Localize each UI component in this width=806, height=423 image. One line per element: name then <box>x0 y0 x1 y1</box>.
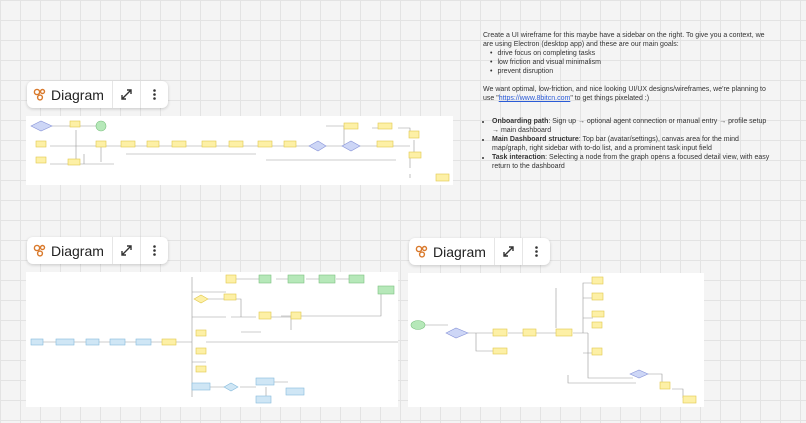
diagram-canvas-3 <box>410 276 697 404</box>
point-title: Onboarding path <box>492 118 549 125</box>
expand-icon <box>121 89 132 100</box>
goal-item: low friction and visual minimalism <box>497 58 773 67</box>
note-wants: We want optimal, low-friction, and nice … <box>483 85 773 103</box>
goal-item: drive focus on completing tasks <box>497 49 773 58</box>
diagram-label: Diagram <box>51 86 104 103</box>
more-options-button[interactable] <box>523 238 550 265</box>
more-vertical-icon <box>535 246 538 257</box>
point-text: : Top bar (avatar/settings), canvas area… <box>492 136 739 152</box>
diagram-label-button-3[interactable]: Diagram <box>409 238 495 265</box>
expand-button[interactable] <box>495 238 523 265</box>
point-text: : Sign up → optional agent connection or… <box>492 118 767 134</box>
diagram-frame-1[interactable] <box>26 116 453 185</box>
diagram-canvas-1 <box>30 120 450 182</box>
expand-icon <box>503 246 514 257</box>
note-wants-after: " to get things pixelated :) <box>570 95 650 102</box>
diagram-frame-3[interactable] <box>408 273 704 407</box>
diagram-label-button-1[interactable]: Diagram <box>27 81 113 108</box>
requirements-note[interactable]: Create a UI wireframe for this maybe hav… <box>483 31 773 171</box>
diagram-toolbar-1: Diagram <box>27 81 168 108</box>
diagram-icon <box>33 244 46 257</box>
more-vertical-icon <box>153 245 156 256</box>
more-options-button[interactable] <box>141 81 168 108</box>
diagram-toolbar-2: Diagram <box>27 237 168 264</box>
point-onboarding: Onboarding path: Sign up → optional agen… <box>492 117 773 135</box>
point-dashboard: Main Dashboard structure: Top bar (avata… <box>492 135 773 153</box>
start-node <box>410 320 426 330</box>
diagram-toolbar-3: Diagram <box>409 238 550 265</box>
note-wants-before: We want optimal, low-friction, and nice … <box>483 86 766 102</box>
diagram-icon <box>33 88 46 101</box>
key-points-list: Onboarding path: Sign up → optional agen… <box>483 117 773 171</box>
point-text: : Selecting a node from the graph opens … <box>492 154 770 170</box>
expand-icon <box>121 245 132 256</box>
diagram-label-button-2[interactable]: Diagram <box>27 237 113 264</box>
more-vertical-icon <box>153 89 156 100</box>
reference-link[interactable]: https://www.8bitcn.com <box>498 95 571 102</box>
diagram-frame-2[interactable] <box>26 272 398 407</box>
diagram-icon <box>415 245 428 258</box>
goal-item: prevent disruption <box>497 67 773 76</box>
diagram-canvas-2 <box>30 274 398 404</box>
start-node <box>95 120 107 132</box>
expand-button[interactable] <box>113 81 141 108</box>
goals-list: drive focus on completing tasks low fric… <box>483 49 773 76</box>
note-intro: Create a UI wireframe for this maybe hav… <box>483 32 765 48</box>
point-title: Main Dashboard structure <box>492 136 579 143</box>
more-options-button[interactable] <box>141 237 168 264</box>
diagram-label: Diagram <box>433 243 486 260</box>
expand-button[interactable] <box>113 237 141 264</box>
point-title: Task interaction <box>492 154 546 161</box>
diagram-label: Diagram <box>51 242 104 259</box>
point-task-interaction: Task interaction: Selecting a node from … <box>492 153 773 171</box>
